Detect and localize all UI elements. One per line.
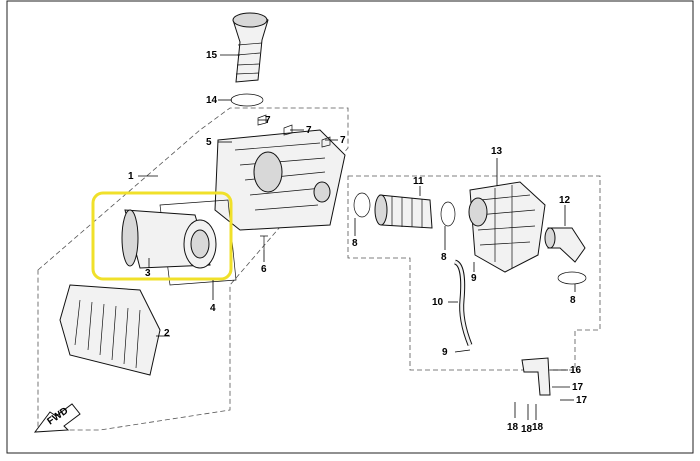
- callout-7a: 7: [265, 115, 271, 126]
- highlight-box: [91, 191, 233, 281]
- diagram-border: [6, 0, 694, 454]
- callout-18c: 18: [532, 422, 544, 433]
- callout-2: 2: [164, 328, 170, 339]
- inlet-duct-part: [232, 12, 269, 83]
- callout-8c: 8: [570, 295, 576, 306]
- fwd-arrow-icon: [33, 403, 81, 433]
- bolt-6-part: [260, 235, 268, 250]
- callout-6: 6: [261, 264, 267, 275]
- callout-13: 13: [491, 146, 503, 157]
- callout-17a: 17: [572, 382, 584, 393]
- leader-lines: [138, 54, 576, 420]
- callout-11: 11: [413, 176, 424, 187]
- clips-7-part: [257, 114, 331, 148]
- resonator-housing-part: [468, 181, 546, 273]
- callout-4: 4: [210, 303, 216, 314]
- callout-8b-right: 8: [441, 252, 447, 263]
- callout-1: 1: [128, 171, 134, 182]
- clamp-8b-part: [557, 271, 587, 285]
- callout-12: 12: [559, 195, 571, 206]
- callout-7c: 7: [340, 135, 346, 146]
- clamp-14-part: [230, 93, 264, 107]
- callout-7b: 7: [306, 125, 312, 136]
- callout-8a: 8: [352, 238, 358, 249]
- callout-14: 14: [206, 95, 218, 106]
- callout-16: 16: [570, 365, 582, 376]
- callout-10: 10: [432, 297, 444, 308]
- callout-17b: 17: [576, 395, 588, 406]
- callout-5: 5: [206, 137, 212, 148]
- bracket-part: [521, 357, 551, 396]
- air-filter-part: [121, 209, 217, 269]
- air-box-body-part: [214, 129, 346, 231]
- callout-9b: 9: [442, 347, 448, 358]
- lower-cover-part: [59, 284, 161, 376]
- callout-15: 15: [206, 50, 218, 61]
- connector-hose-part: [374, 194, 456, 229]
- callout-9a: 9: [471, 273, 477, 284]
- elbow-part: [544, 227, 586, 263]
- clamp-8-part: [353, 192, 371, 218]
- callout-3: 3: [145, 268, 151, 279]
- callout-18b: 18: [521, 424, 533, 435]
- callout-18a: 18: [507, 422, 519, 433]
